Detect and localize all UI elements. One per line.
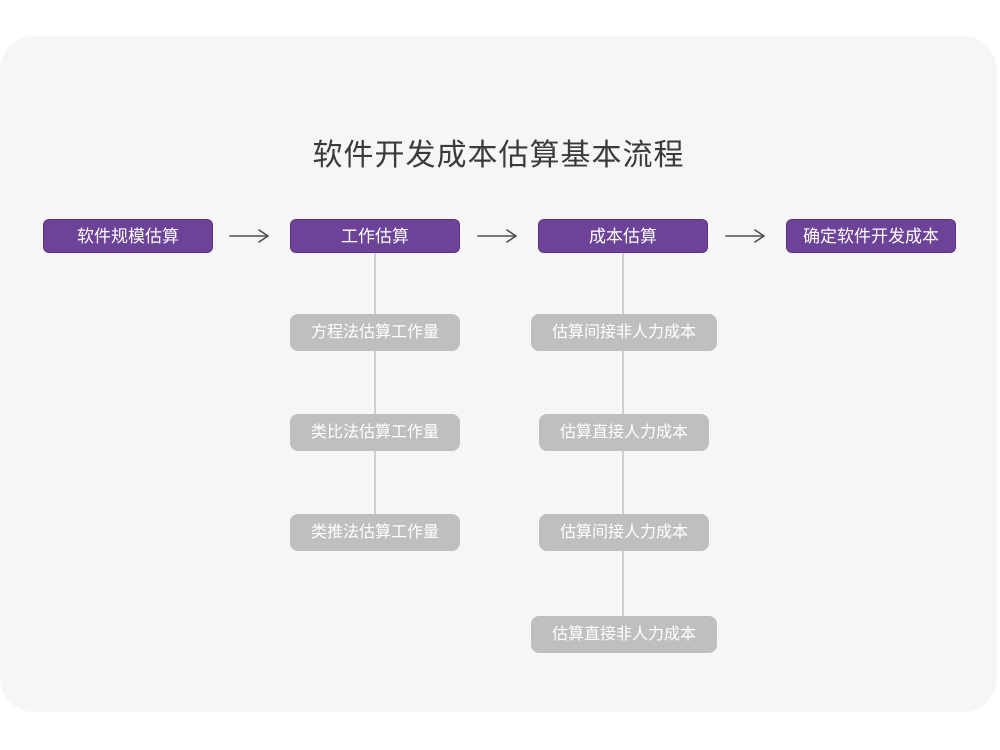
right-arrow-icon [724,227,770,245]
flow-node-extrapolation-method-workload: 类推法估算工作量 [289,514,461,551]
flow-node-indirect-nonlabor-cost: 估算间接非人力成本 [530,314,718,351]
flow-node-cost-estimation: 成本估算 [538,219,708,253]
flow-node-direct-labor-cost: 估算直接人力成本 [538,414,710,451]
diagram-canvas: 软件开发成本估算基本流程 软件规模估算 工作估算 成本估算 确定软件开发成本 [0,36,997,712]
flow-node-indirect-labor-cost: 估算间接人力成本 [538,514,710,551]
flow-node-software-scale-estimation: 软件规模估算 [43,219,213,253]
right-arrow-icon [228,227,274,245]
flow-node-analogy-method-workload: 类比法估算工作量 [289,414,461,451]
diagram-title: 软件开发成本估算基本流程 [312,139,685,172]
flow-node-equation-method-workload: 方程法估算工作量 [289,314,461,351]
right-arrow-icon [476,227,522,245]
flow-node-determine-development-cost: 确定软件开发成本 [786,219,956,253]
flow-node-direct-nonlabor-cost: 估算直接非人力成本 [530,616,718,653]
flow-node-work-estimation: 工作估算 [290,219,460,253]
connector-line-work-estimation [374,253,376,536]
